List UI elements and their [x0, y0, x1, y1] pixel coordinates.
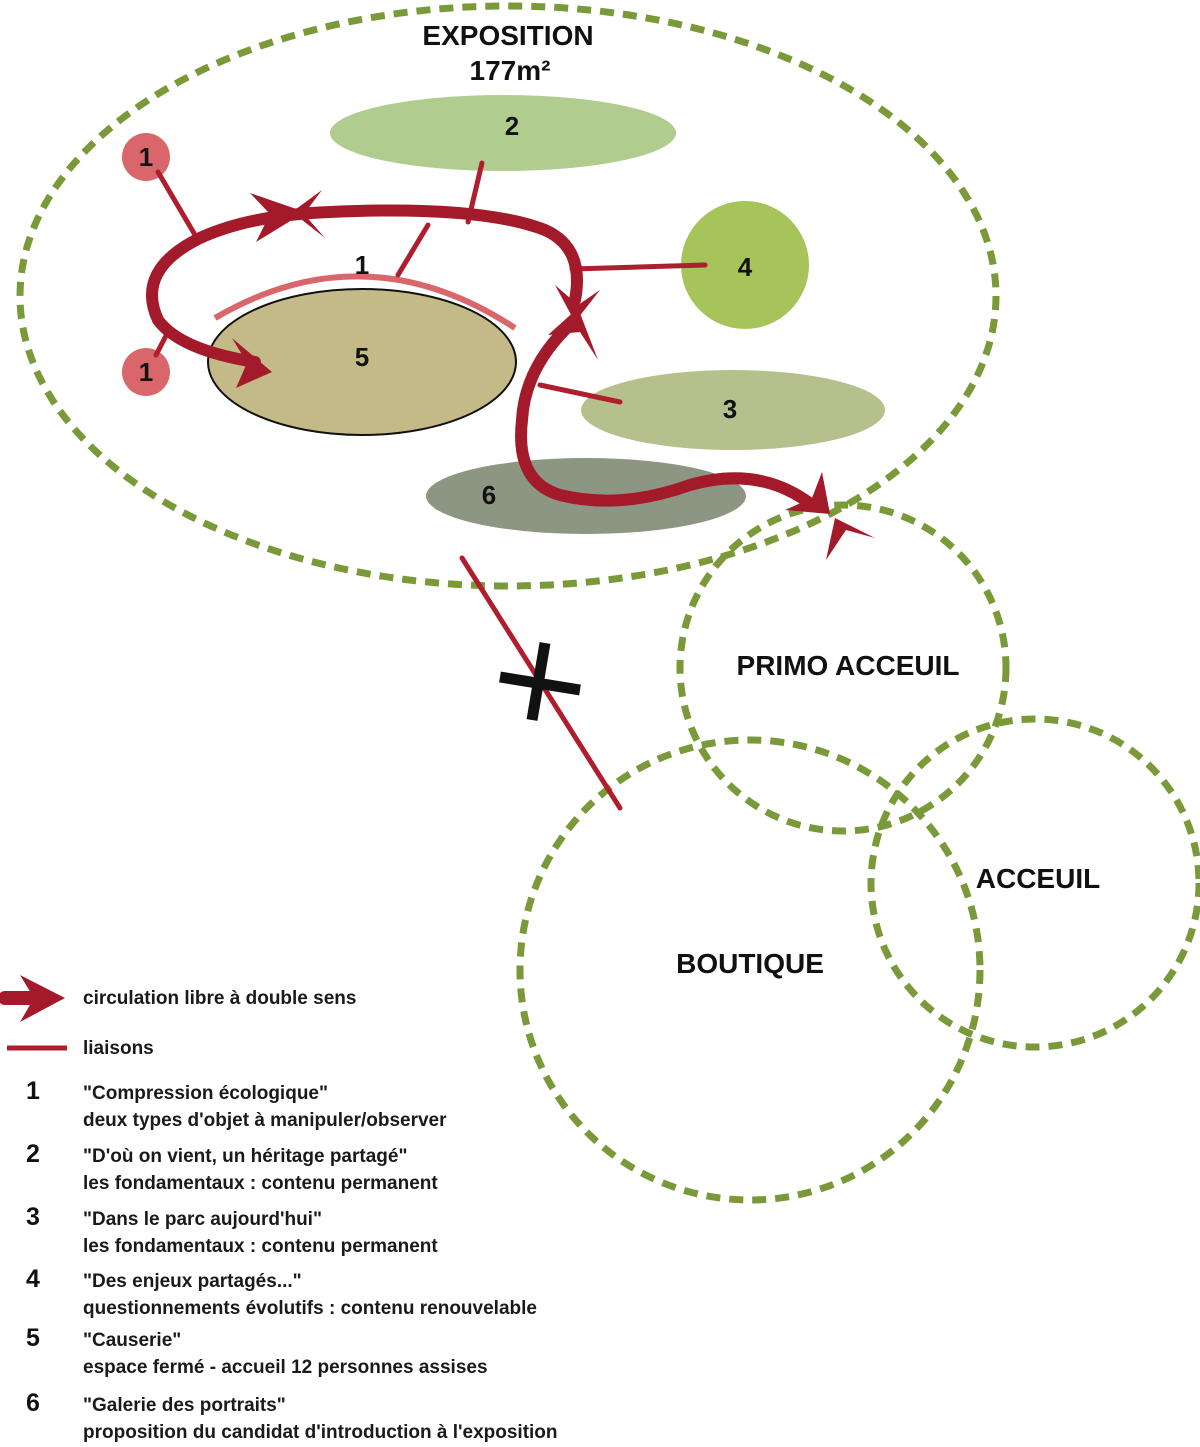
legend-num-6: 6: [26, 1389, 40, 1417]
legend-arrow-icon: [0, 975, 65, 1022]
arrowhead-top-right: [292, 190, 325, 238]
liaison-1-top: [155, 169, 201, 243]
legend-num-5: 5: [26, 1324, 40, 1352]
legend-title-1: "Compression écologique": [83, 1083, 328, 1104]
legend-desc-6: proposition du candidat d'introduction à…: [83, 1422, 558, 1443]
boutique-title: BOUTIQUE: [676, 948, 824, 979]
item-1-arc-label: 1: [355, 250, 369, 280]
liaison-3: [537, 382, 623, 405]
item-3-label: 3: [723, 394, 737, 424]
liaison-arc: [395, 222, 431, 278]
legend-num-4: 4: [26, 1265, 40, 1293]
legend-title-2: "D'où on vient, un héritage partagé": [83, 1146, 408, 1167]
item-1-top-dot: [122, 133, 170, 181]
exposition-title: EXPOSITION: [422, 20, 593, 51]
legend-liaisons-label: liaisons: [83, 1038, 154, 1059]
zone-accueil-boundary: [867, 715, 1200, 1051]
accueil-title: ACCEUIL: [976, 863, 1100, 894]
legend-desc-4: questionnements évolutifs : contenu reno…: [83, 1298, 537, 1319]
legend-desc-3: les fondamentaux : contenu permanent: [83, 1236, 438, 1257]
arrowhead-exit-out: [826, 518, 875, 560]
legend-num-2: 2: [26, 1140, 40, 1168]
item-5-causerie: [207, 288, 517, 436]
item-1-arc: [213, 273, 517, 331]
legend-num-1: 1: [26, 1077, 40, 1105]
item-4-area: [681, 201, 809, 329]
item-3-area: [581, 370, 885, 450]
arrowhead-exit-in: [785, 472, 830, 514]
legend-num-3: 3: [26, 1203, 40, 1231]
item-1-top-label: 1: [139, 142, 153, 172]
exposition-area: 177m²: [470, 55, 551, 86]
legend-desc-1: deux types d'objet à manipuler/observer: [83, 1110, 447, 1131]
primo-accueil-title: PRIMO ACCEUIL: [737, 650, 960, 681]
liaison-4: [569, 262, 708, 272]
item-2-area: [330, 95, 676, 171]
item-1-bottom-dot: [122, 348, 170, 396]
legend-title-3: "Dans le parc aujourd'hui": [83, 1209, 322, 1230]
legend-circulation-label: circulation libre à double sens: [83, 988, 357, 1009]
legend-desc-5: espace fermé - accueil 12 personnes assi…: [83, 1357, 488, 1378]
arrowhead-right-up: [548, 308, 598, 360]
blocked-cross-h: [499, 671, 581, 696]
item-6-label: 6: [482, 480, 496, 510]
circulation-exit: [515, 314, 818, 511]
legend-title-4: "Des enjeux partagés...": [83, 1271, 302, 1292]
item-2-label: 2: [505, 111, 519, 141]
legend-title-5: "Causerie": [83, 1330, 182, 1351]
arrowhead-causerie: [232, 338, 272, 388]
legend-desc-2: les fondamentaux : contenu permanent: [83, 1173, 438, 1194]
zone-boutique-boundary: [516, 736, 984, 1204]
item-5-label: 5: [355, 342, 369, 372]
legend-title-6: "Galerie des portraits": [83, 1395, 286, 1416]
zone-exposition-boundary: [16, 2, 1000, 590]
item-1-bottom-label: 1: [139, 357, 153, 387]
item-4-label: 4: [738, 252, 753, 282]
zone-primo-accueil-boundary: [676, 501, 1010, 835]
arrowhead-top-left: [250, 193, 305, 242]
